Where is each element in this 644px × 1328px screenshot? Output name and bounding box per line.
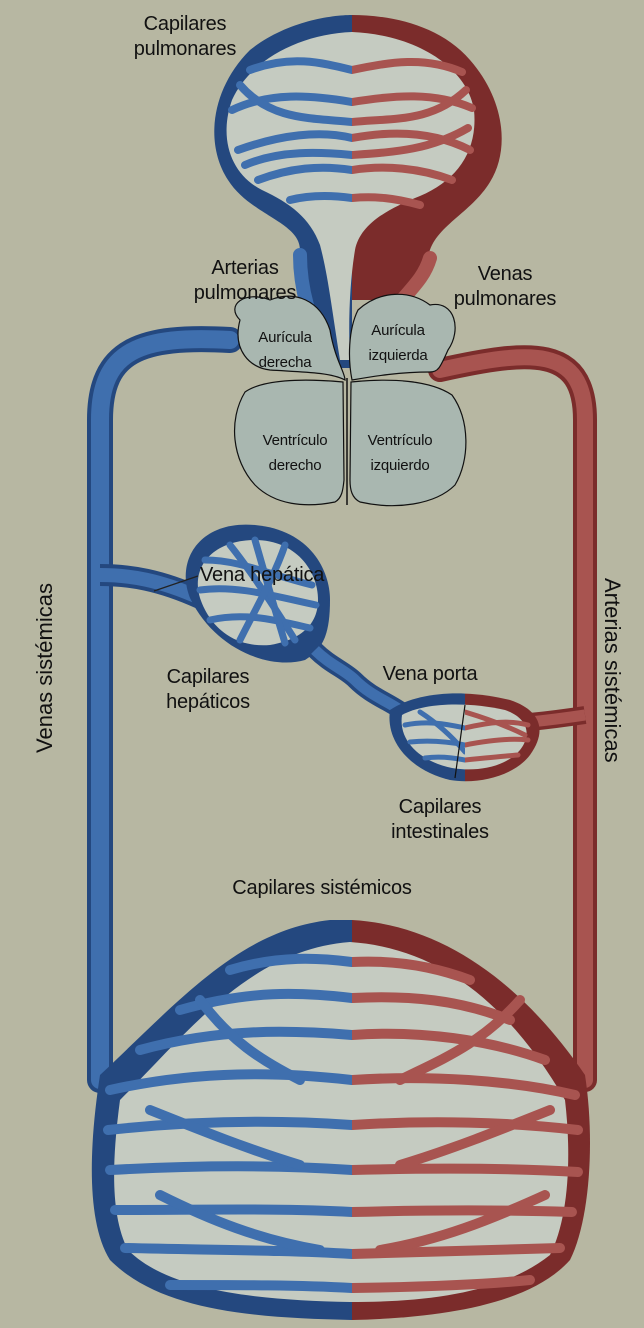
label-venas-pulmonares: Venas pulmonares <box>445 262 565 312</box>
intestinal-capillary-bed <box>389 693 539 781</box>
label-capilares-hepaticos: Capilares hepáticos <box>148 665 268 715</box>
label-ventriculo-derecho: Ventrículo derecho <box>250 428 340 478</box>
label-capilares-intestinales: Capilares intestinales <box>375 795 505 845</box>
label-arterias-sistemicas: Arterias sistémicas <box>599 578 625 758</box>
label-auricula-derecha: Aurícula derecha <box>245 325 325 375</box>
label-capilares-sistemicos: Capilares sistémicos <box>212 876 432 901</box>
label-vena-porta: Vena porta <box>370 662 490 687</box>
label-ventriculo-izquierdo: Ventrículo izquierdo <box>355 428 445 478</box>
label-venas-sistemicas: Venas sistémicas <box>32 583 58 753</box>
systemic-capillary-bed <box>92 920 590 1320</box>
label-capilares-pulmonares: Capilares pulmonares <box>120 12 250 62</box>
label-arterias-pulmonares: Arterias pulmonares <box>185 256 305 306</box>
label-auricula-izquierda: Aurícula izquierda <box>358 318 438 368</box>
label-vena-hepatica: Vena hepática <box>200 563 360 588</box>
